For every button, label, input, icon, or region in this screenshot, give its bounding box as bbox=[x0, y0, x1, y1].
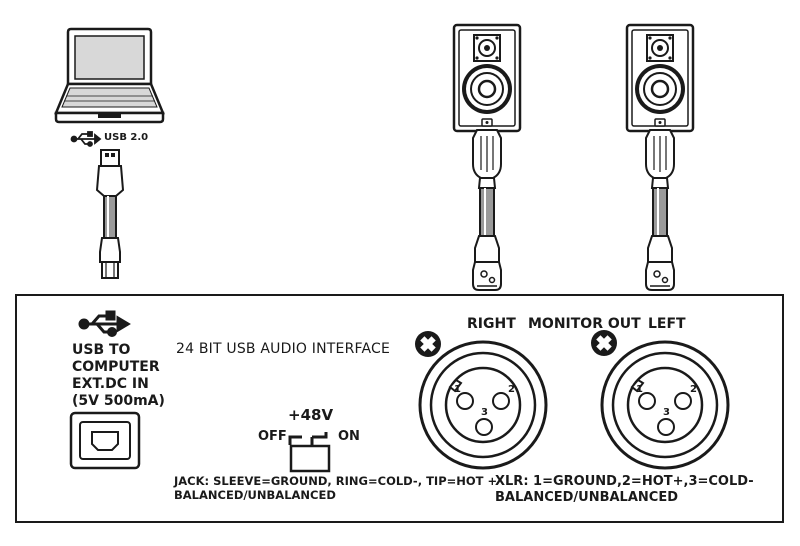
usb-version-label: USB 2.0 bbox=[104, 132, 149, 143]
xlr-socket-left[interactable] bbox=[600, 340, 730, 470]
screw-right-icon bbox=[415, 331, 441, 357]
laptop-icon bbox=[54, 27, 165, 124]
pin-label-2: 2 bbox=[508, 384, 515, 395]
pin-label-3: 3 bbox=[663, 407, 670, 418]
phantom-power-switch[interactable] bbox=[288, 432, 331, 473]
pin-label-3: 3 bbox=[481, 407, 488, 418]
right-channel-label: RIGHT bbox=[467, 316, 516, 332]
pin-label-1: 1 bbox=[636, 384, 643, 395]
xlr-cable-right-icon bbox=[472, 129, 502, 291]
xlr-info-label: XLR: 1=GROUND,2=HOT+,3=COLD- BALANCED/UN… bbox=[495, 474, 754, 505]
usb-cable-icon bbox=[95, 149, 125, 279]
jack-info-label: JACK: SLEEVE=GROUND, RING=COLD-, TIP=HOT… bbox=[174, 474, 498, 502]
pin-label-2: 2 bbox=[690, 384, 697, 395]
screw-left-icon bbox=[591, 330, 617, 356]
speaker-right-icon bbox=[452, 23, 522, 133]
phantom-power-label: +48V bbox=[288, 406, 334, 424]
usb-symbol-icon bbox=[70, 131, 102, 147]
switch-on-label: ON bbox=[338, 429, 360, 444]
usb-b-port[interactable] bbox=[69, 411, 141, 470]
interface-title: 24 BIT USB AUDIO INTERFACE bbox=[176, 341, 391, 357]
xlr-cable-left-icon bbox=[645, 129, 675, 291]
speaker-left-icon bbox=[625, 23, 695, 133]
xlr-socket-right[interactable] bbox=[418, 340, 548, 470]
switch-off-label: OFF bbox=[258, 429, 287, 444]
monitor-out-label: MONITOR OUT bbox=[528, 316, 641, 332]
pin-label-1: 1 bbox=[454, 384, 461, 395]
usb-panel-symbol-icon bbox=[78, 310, 131, 337]
left-channel-label: LEFT bbox=[648, 316, 686, 332]
usb-to-computer-label: USB TO COMPUTER EXT.DC IN (5V 500mA) bbox=[72, 342, 165, 409]
